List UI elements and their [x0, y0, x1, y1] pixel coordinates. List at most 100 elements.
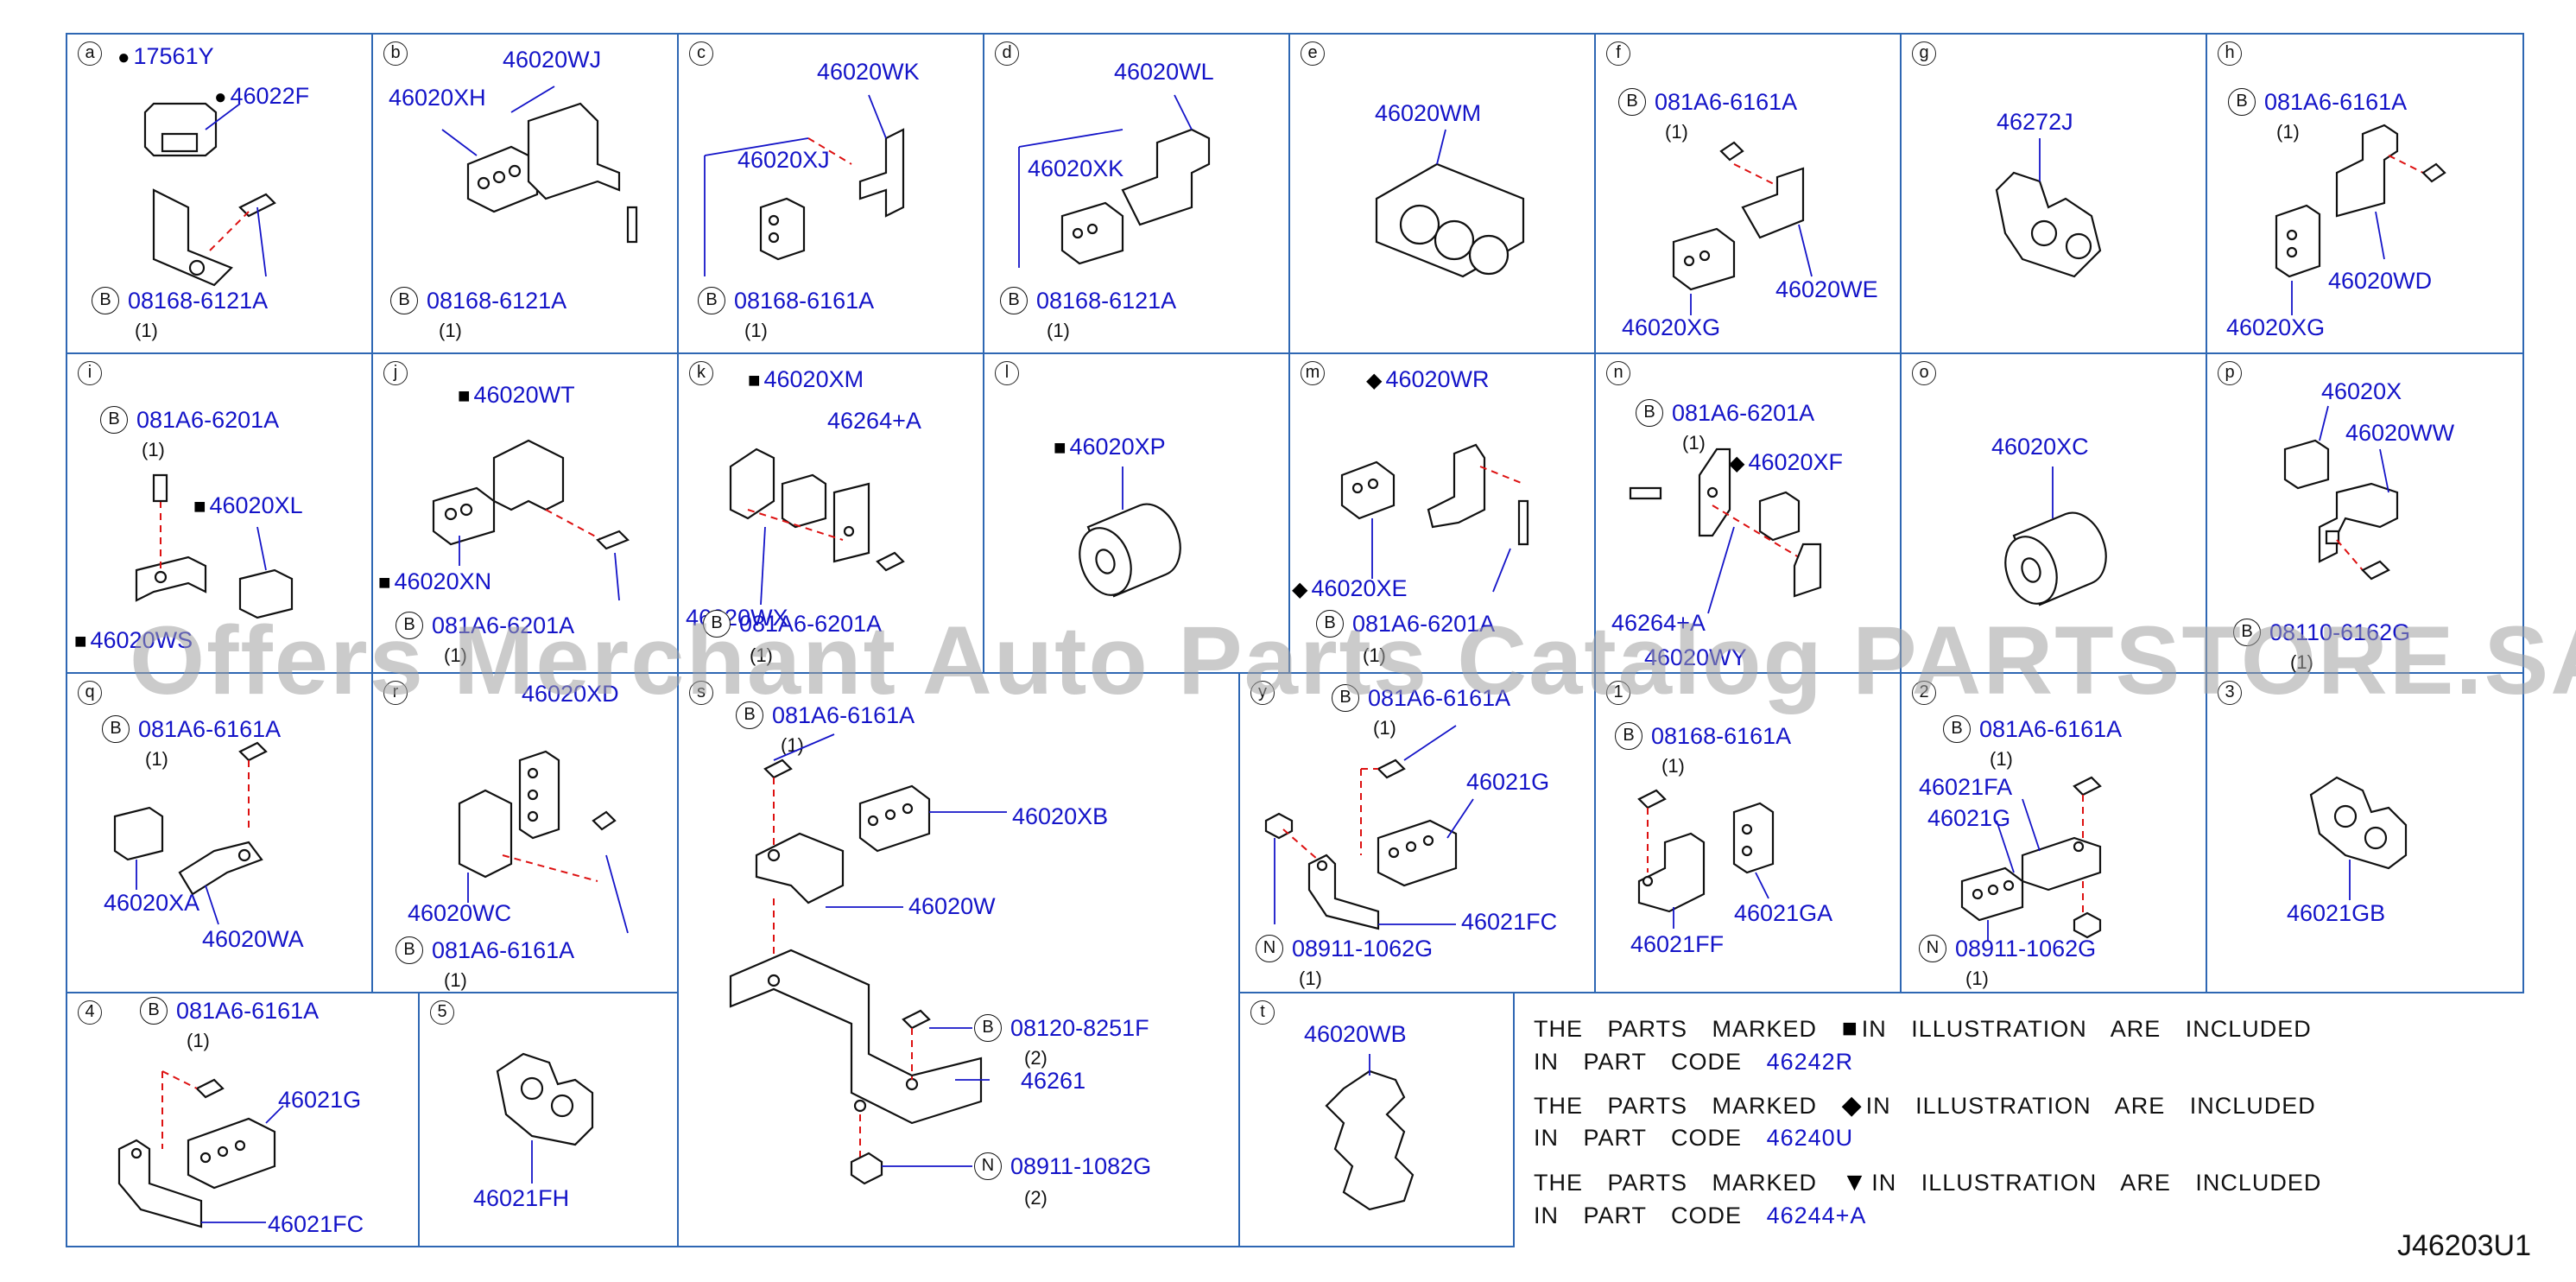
quantity: (2): [1024, 1187, 1047, 1209]
bracket-bushing-illustration: [143, 102, 276, 287]
part-number-label[interactable]: 46021GB: [2287, 900, 2386, 926]
cell-letter: y: [1250, 681, 1275, 705]
part-number-label[interactable]: 46021FC: [268, 1211, 364, 1237]
quantity: (1): [1665, 121, 1688, 143]
clip-illustration: [496, 1052, 594, 1184]
quantity: (1): [1363, 644, 1386, 666]
part-number-label[interactable]: 46021FF: [1630, 931, 1725, 957]
bracket-bushing-illustration: [2283, 405, 2399, 581]
part-number-label[interactable]: 46020WM: [1375, 100, 1482, 126]
part-number-label[interactable]: ●46022F: [214, 83, 310, 109]
part-number-label[interactable]: 46020XH: [389, 85, 486, 111]
part-number-label[interactable]: 46020XB: [1012, 803, 1109, 829]
part-number-label[interactable]: 46021GA: [1734, 900, 1833, 926]
part-number-label[interactable]: 46020WC: [408, 900, 512, 926]
part-number-label[interactable]: 46020WL: [1114, 59, 1214, 85]
cell-letter: a: [78, 41, 102, 66]
part-number-label[interactable]: ◆46020WR: [1366, 366, 1490, 392]
part-number-label[interactable]: 46272J: [1997, 109, 2073, 135]
part-number-label[interactable]: 46020WW: [2345, 420, 2455, 446]
part-number-label[interactable]: ◆46020XE: [1292, 575, 1408, 601]
cell-letter: d: [995, 41, 1019, 66]
part-number-label[interactable]: ■46020WT: [458, 382, 575, 408]
part-number-label[interactable]: 46021G: [1927, 805, 2011, 831]
part-number-label[interactable]: ■46020XN: [378, 568, 492, 594]
part-number-label[interactable]: 46021FH: [473, 1185, 570, 1211]
quantity: (1): [135, 320, 158, 341]
part-number-label[interactable]: 46020WK: [817, 59, 920, 85]
part-number-label[interactable]: 46021G: [278, 1087, 362, 1113]
part-number-label[interactable]: 46020WB: [1304, 1021, 1407, 1047]
legend: THE PARTS MARKED ■IN ILLUSTRATION ARE IN…: [1534, 1002, 2527, 1235]
cell-letter: 5: [430, 1000, 454, 1025]
part-number-label[interactable]: 46020XA: [104, 890, 200, 916]
cell-letter: t: [1250, 1000, 1275, 1025]
part-number-label[interactable]: 46020WY: [1644, 644, 1747, 670]
cell-letter: p: [2218, 361, 2242, 385]
cell-letter: r: [383, 681, 408, 705]
part-number-label[interactable]: 46264+A: [1611, 610, 1706, 636]
part-number-label[interactable]: 46020XC: [1991, 434, 2089, 460]
cell-letter: q: [78, 681, 102, 705]
part-number-label[interactable]: 46020X: [2321, 378, 2402, 404]
part-number-label[interactable]: 46021G: [1466, 769, 1550, 795]
part-number-label[interactable]: 46020WD: [2328, 268, 2433, 294]
cell-letter: 3: [2218, 681, 2242, 705]
part-number-label[interactable]: 46020XG: [2226, 314, 2326, 340]
part-number-label[interactable]: ■46020XP: [1054, 434, 1166, 460]
part-number-label[interactable]: 46020XD: [522, 681, 619, 707]
part-number-label[interactable]: 46021FA: [1919, 774, 2013, 800]
bracket-bushing-illustration: [1637, 789, 1775, 929]
part-number-label[interactable]: 46020WX: [686, 605, 788, 631]
part-number-label[interactable]: ■46020WS: [74, 627, 193, 653]
part-number-label[interactable]: 46021FC: [1461, 909, 1558, 935]
part-number-label[interactable]: ■46020XL: [193, 492, 303, 518]
part-number-label[interactable]: 46020WA: [202, 926, 304, 952]
part-number-label[interactable]: 46020XG: [1622, 314, 1721, 340]
part-number-label[interactable]: 46020XK: [1028, 155, 1124, 181]
part-number-label[interactable]: 46261: [1021, 1068, 1086, 1094]
part-number-label[interactable]: 46020WE: [1775, 276, 1878, 302]
part-number-label[interactable]: 46020WJ: [503, 47, 602, 73]
part-number-label[interactable]: 46020W: [908, 893, 996, 919]
quantity: (2): [1024, 1047, 1047, 1069]
part-number-label[interactable]: ●17561Y: [117, 43, 214, 69]
part-number-label[interactable]: ■46020XM: [748, 366, 864, 392]
part-number-label[interactable]: 46020XJ: [737, 147, 830, 173]
quantity: (1): [145, 748, 168, 770]
part-number-label[interactable]: 46264+A: [827, 408, 921, 434]
part-number-label[interactable]: ◆46020XF: [1729, 449, 1844, 475]
cell-letter: f: [1606, 41, 1630, 66]
bracket-bushing-illustration: [113, 741, 268, 925]
